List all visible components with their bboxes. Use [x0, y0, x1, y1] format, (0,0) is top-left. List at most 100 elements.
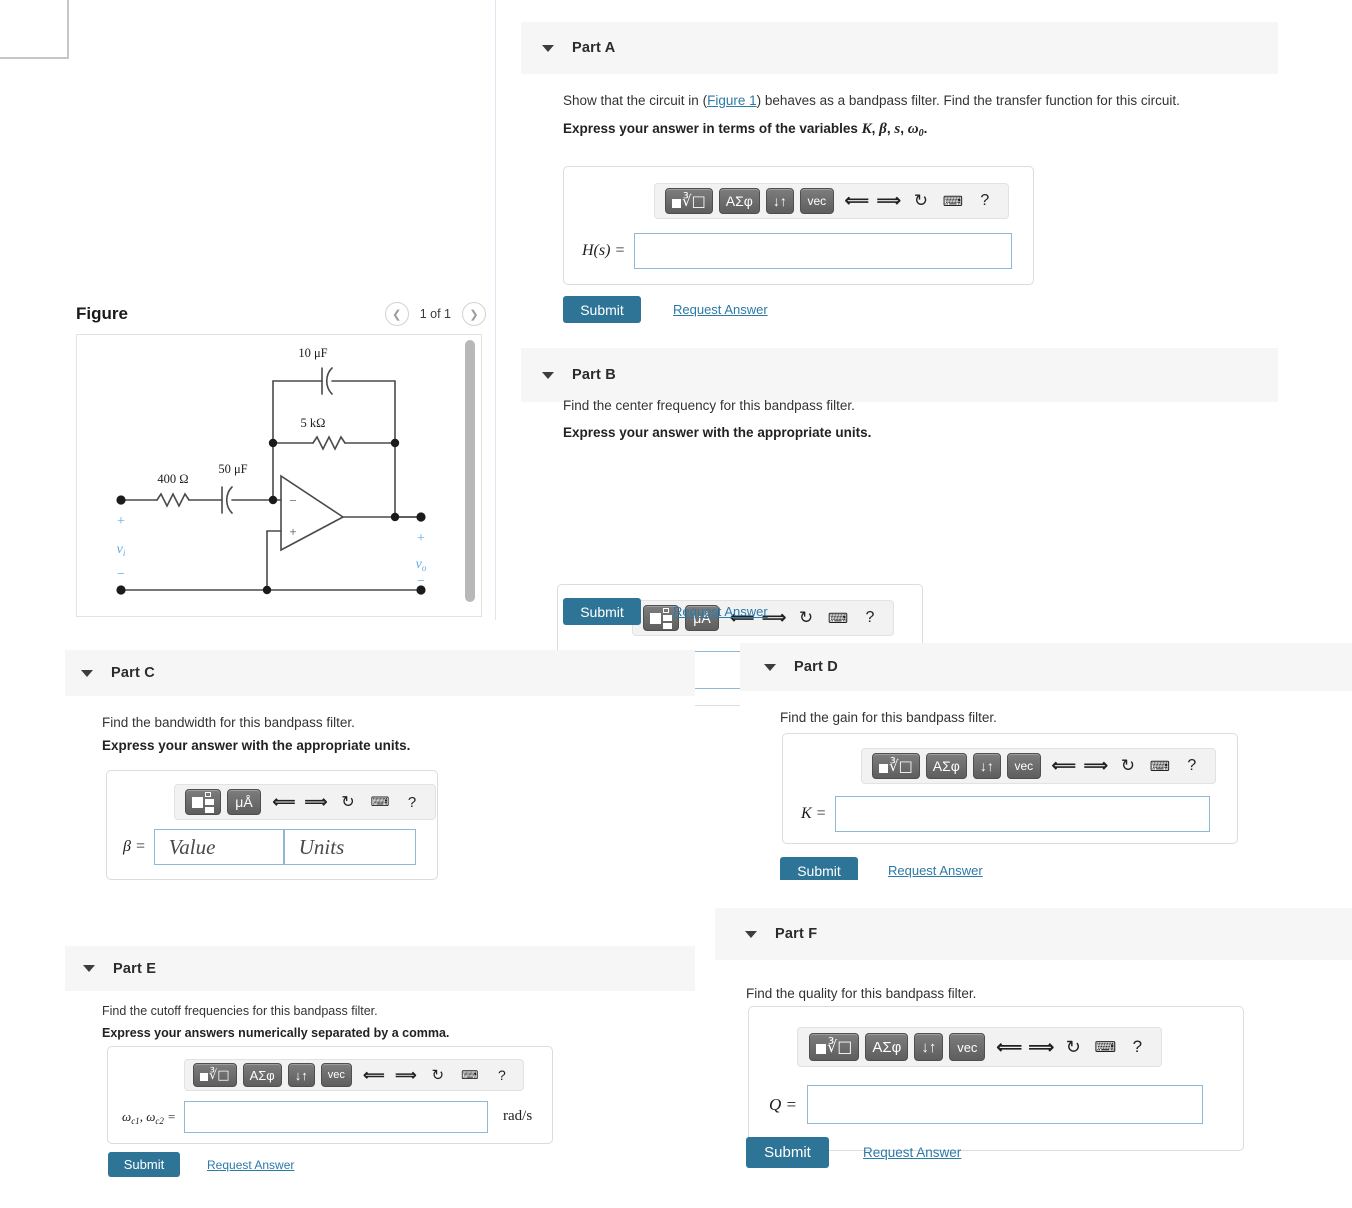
redo-icon[interactable]: ⟹: [395, 1067, 417, 1084]
collapse-caret-icon[interactable]: [764, 663, 776, 671]
vector-button[interactable]: vec: [320, 1063, 352, 1087]
arrows-button[interactable]: ↓↑: [765, 188, 794, 214]
keyboard-icon[interactable]: ⌨: [461, 1068, 479, 1082]
vector-button[interactable]: vec: [799, 188, 834, 214]
part-d-answer-input[interactable]: [835, 796, 1211, 832]
vector-button[interactable]: vec: [949, 1033, 986, 1061]
part-d-request-answer-link[interactable]: Request Answer: [888, 863, 983, 878]
greek-symbols-button[interactable]: ΑΣφ: [242, 1063, 282, 1087]
sqrt-template-button[interactable]: ∛□: [809, 1033, 860, 1061]
figure-1-link[interactable]: Figure 1: [707, 93, 757, 108]
undo-icon[interactable]: ⟸: [996, 1036, 1023, 1057]
collapse-caret-icon[interactable]: [81, 669, 93, 677]
cropped-frame-artifact: [0, 0, 69, 59]
part-c-title: Part C: [111, 665, 155, 681]
part-f-prompt: Find the quality for this bandpass filte…: [746, 986, 977, 1001]
part-a-header[interactable]: Part A: [521, 22, 1278, 74]
help-icon[interactable]: ?: [407, 793, 417, 811]
figure-prev-button[interactable]: ❮: [384, 302, 409, 326]
units-button[interactable]: μÅ: [227, 789, 261, 815]
part-e-submit-button[interactable]: Submit: [108, 1152, 180, 1177]
greek-symbols-button[interactable]: ΑΣφ: [865, 1033, 909, 1061]
part-e-answer-label: ωc1, ωc2 =: [122, 1108, 176, 1126]
output-minus-label: −: [417, 574, 425, 589]
part-e-header[interactable]: Part E: [65, 946, 695, 991]
sqrt-template-button[interactable]: ∛□: [193, 1063, 237, 1087]
part-e-equation-row: ωc1, ωc2 =: [122, 1101, 488, 1133]
template-button[interactable]: [643, 605, 679, 631]
part-b-submit-row: Submit Request Answer: [563, 598, 768, 625]
help-icon[interactable]: ?: [980, 192, 990, 209]
keyboard-icon[interactable]: ⌨: [370, 794, 390, 809]
redo-icon[interactable]: ⟹: [876, 191, 901, 210]
template-button[interactable]: [185, 789, 221, 815]
part-c-value-input[interactable]: Value: [153, 829, 284, 865]
input-minus-label: −: [117, 567, 125, 582]
part-c-units-toolbar: μÅ ⟸ ⟹ ↻ ⌨ ?: [174, 784, 436, 820]
undo-icon[interactable]: ⟸: [729, 608, 755, 627]
collapse-caret-icon[interactable]: [83, 965, 95, 972]
part-c-units-input[interactable]: Units: [283, 829, 416, 865]
part-a-request-answer-link[interactable]: Request Answer: [673, 302, 768, 317]
reset-icon[interactable]: ↻: [1065, 1036, 1081, 1057]
part-c-header[interactable]: Part C: [65, 650, 695, 696]
part-b-request-answer-link[interactable]: Request Answer: [673, 604, 768, 619]
collapse-caret-icon[interactable]: [745, 930, 757, 938]
undo-icon[interactable]: ⟸: [363, 1067, 385, 1084]
keyboard-icon[interactable]: ⌨: [1149, 757, 1170, 774]
reset-icon[interactable]: ↻: [431, 1067, 445, 1084]
part-b-header[interactable]: Part B: [521, 348, 1278, 402]
sqrt-template-button[interactable]: ∛□: [665, 188, 713, 214]
reset-icon[interactable]: ↻: [798, 608, 814, 627]
keyboard-icon[interactable]: ⌨: [827, 609, 849, 626]
part-f-answer-input[interactable]: [807, 1085, 1204, 1124]
undo-icon[interactable]: ⟸: [272, 794, 296, 811]
part-e-answer-input[interactable]: [183, 1101, 488, 1133]
keyboard-icon[interactable]: ⌨: [1094, 1039, 1117, 1056]
help-icon[interactable]: ?: [497, 1067, 506, 1083]
part-d-header[interactable]: Part D: [740, 643, 1352, 691]
vector-button[interactable]: vec: [1006, 753, 1041, 779]
redo-icon[interactable]: ⟹: [761, 608, 787, 627]
part-a-submit-button[interactable]: Submit: [563, 296, 641, 323]
figure-next-button[interactable]: ❯: [462, 302, 486, 326]
part-a-answer-input[interactable]: [634, 233, 1013, 269]
greek-symbols-button[interactable]: ΑΣφ: [718, 188, 760, 214]
sqrt-template-button[interactable]: ∛□: [872, 753, 920, 779]
units-button[interactable]: μÅ: [685, 605, 719, 631]
reset-icon[interactable]: ↻: [1120, 756, 1135, 775]
undo-icon[interactable]: ⟸: [844, 191, 869, 210]
circuit-diagram: 10 μF 5 kΩ 400 Ω 50 μF − + + vi − + vo −: [116, 346, 427, 595]
part-d-submit-button[interactable]: Submit: [780, 857, 858, 880]
help-icon[interactable]: ?: [1187, 757, 1197, 774]
arrows-button[interactable]: ↓↑: [287, 1063, 315, 1087]
part-f-panel: Part F Find the quality for this bandpas…: [715, 908, 1352, 1178]
redo-icon[interactable]: ⟹: [1028, 1036, 1055, 1057]
part-b-submit-button[interactable]: Submit: [563, 598, 641, 625]
part-d-math-toolbar: ∛□ ΑΣφ ↓↑ vec ⟸ ⟹ ↻ ⌨ ?: [861, 748, 1216, 784]
greek-symbols-button[interactable]: ΑΣφ: [925, 753, 967, 779]
figure-scrollbar-thumb[interactable]: [465, 340, 475, 602]
reset-icon[interactable]: ↻: [341, 794, 355, 811]
arrows-button[interactable]: ↓↑: [972, 753, 1001, 779]
part-f-submit-row: Submit Request Answer: [746, 1137, 961, 1168]
collapse-caret-icon[interactable]: [542, 44, 554, 52]
redo-icon[interactable]: ⟹: [304, 794, 328, 811]
redo-icon[interactable]: ⟹: [1083, 756, 1108, 775]
part-c-panel: Part C Find the bandwidth for this bandp…: [65, 650, 695, 880]
part-f-submit-button[interactable]: Submit: [746, 1137, 829, 1168]
collapse-caret-icon[interactable]: [542, 371, 554, 379]
arrows-button[interactable]: ↓↑: [914, 1033, 944, 1061]
part-d-title: Part D: [794, 659, 838, 675]
figure-canvas[interactable]: 10 μF 5 kΩ 400 Ω 50 μF − + + vi − + vo −: [76, 334, 482, 617]
part-e-request-answer-link[interactable]: Request Answer: [207, 1157, 295, 1172]
keyboard-icon[interactable]: ⌨: [942, 192, 963, 209]
help-icon[interactable]: ?: [1132, 1037, 1143, 1056]
part-e-panel: Part E Find the cutoff frequencies for t…: [65, 946, 695, 1208]
part-f-request-answer-link[interactable]: Request Answer: [863, 1145, 962, 1160]
part-f-header[interactable]: Part F: [715, 908, 1352, 960]
undo-icon[interactable]: ⟸: [1051, 756, 1076, 775]
input-plus-label: +: [117, 514, 125, 529]
reset-icon[interactable]: ↻: [913, 191, 928, 210]
help-icon[interactable]: ?: [865, 609, 875, 626]
